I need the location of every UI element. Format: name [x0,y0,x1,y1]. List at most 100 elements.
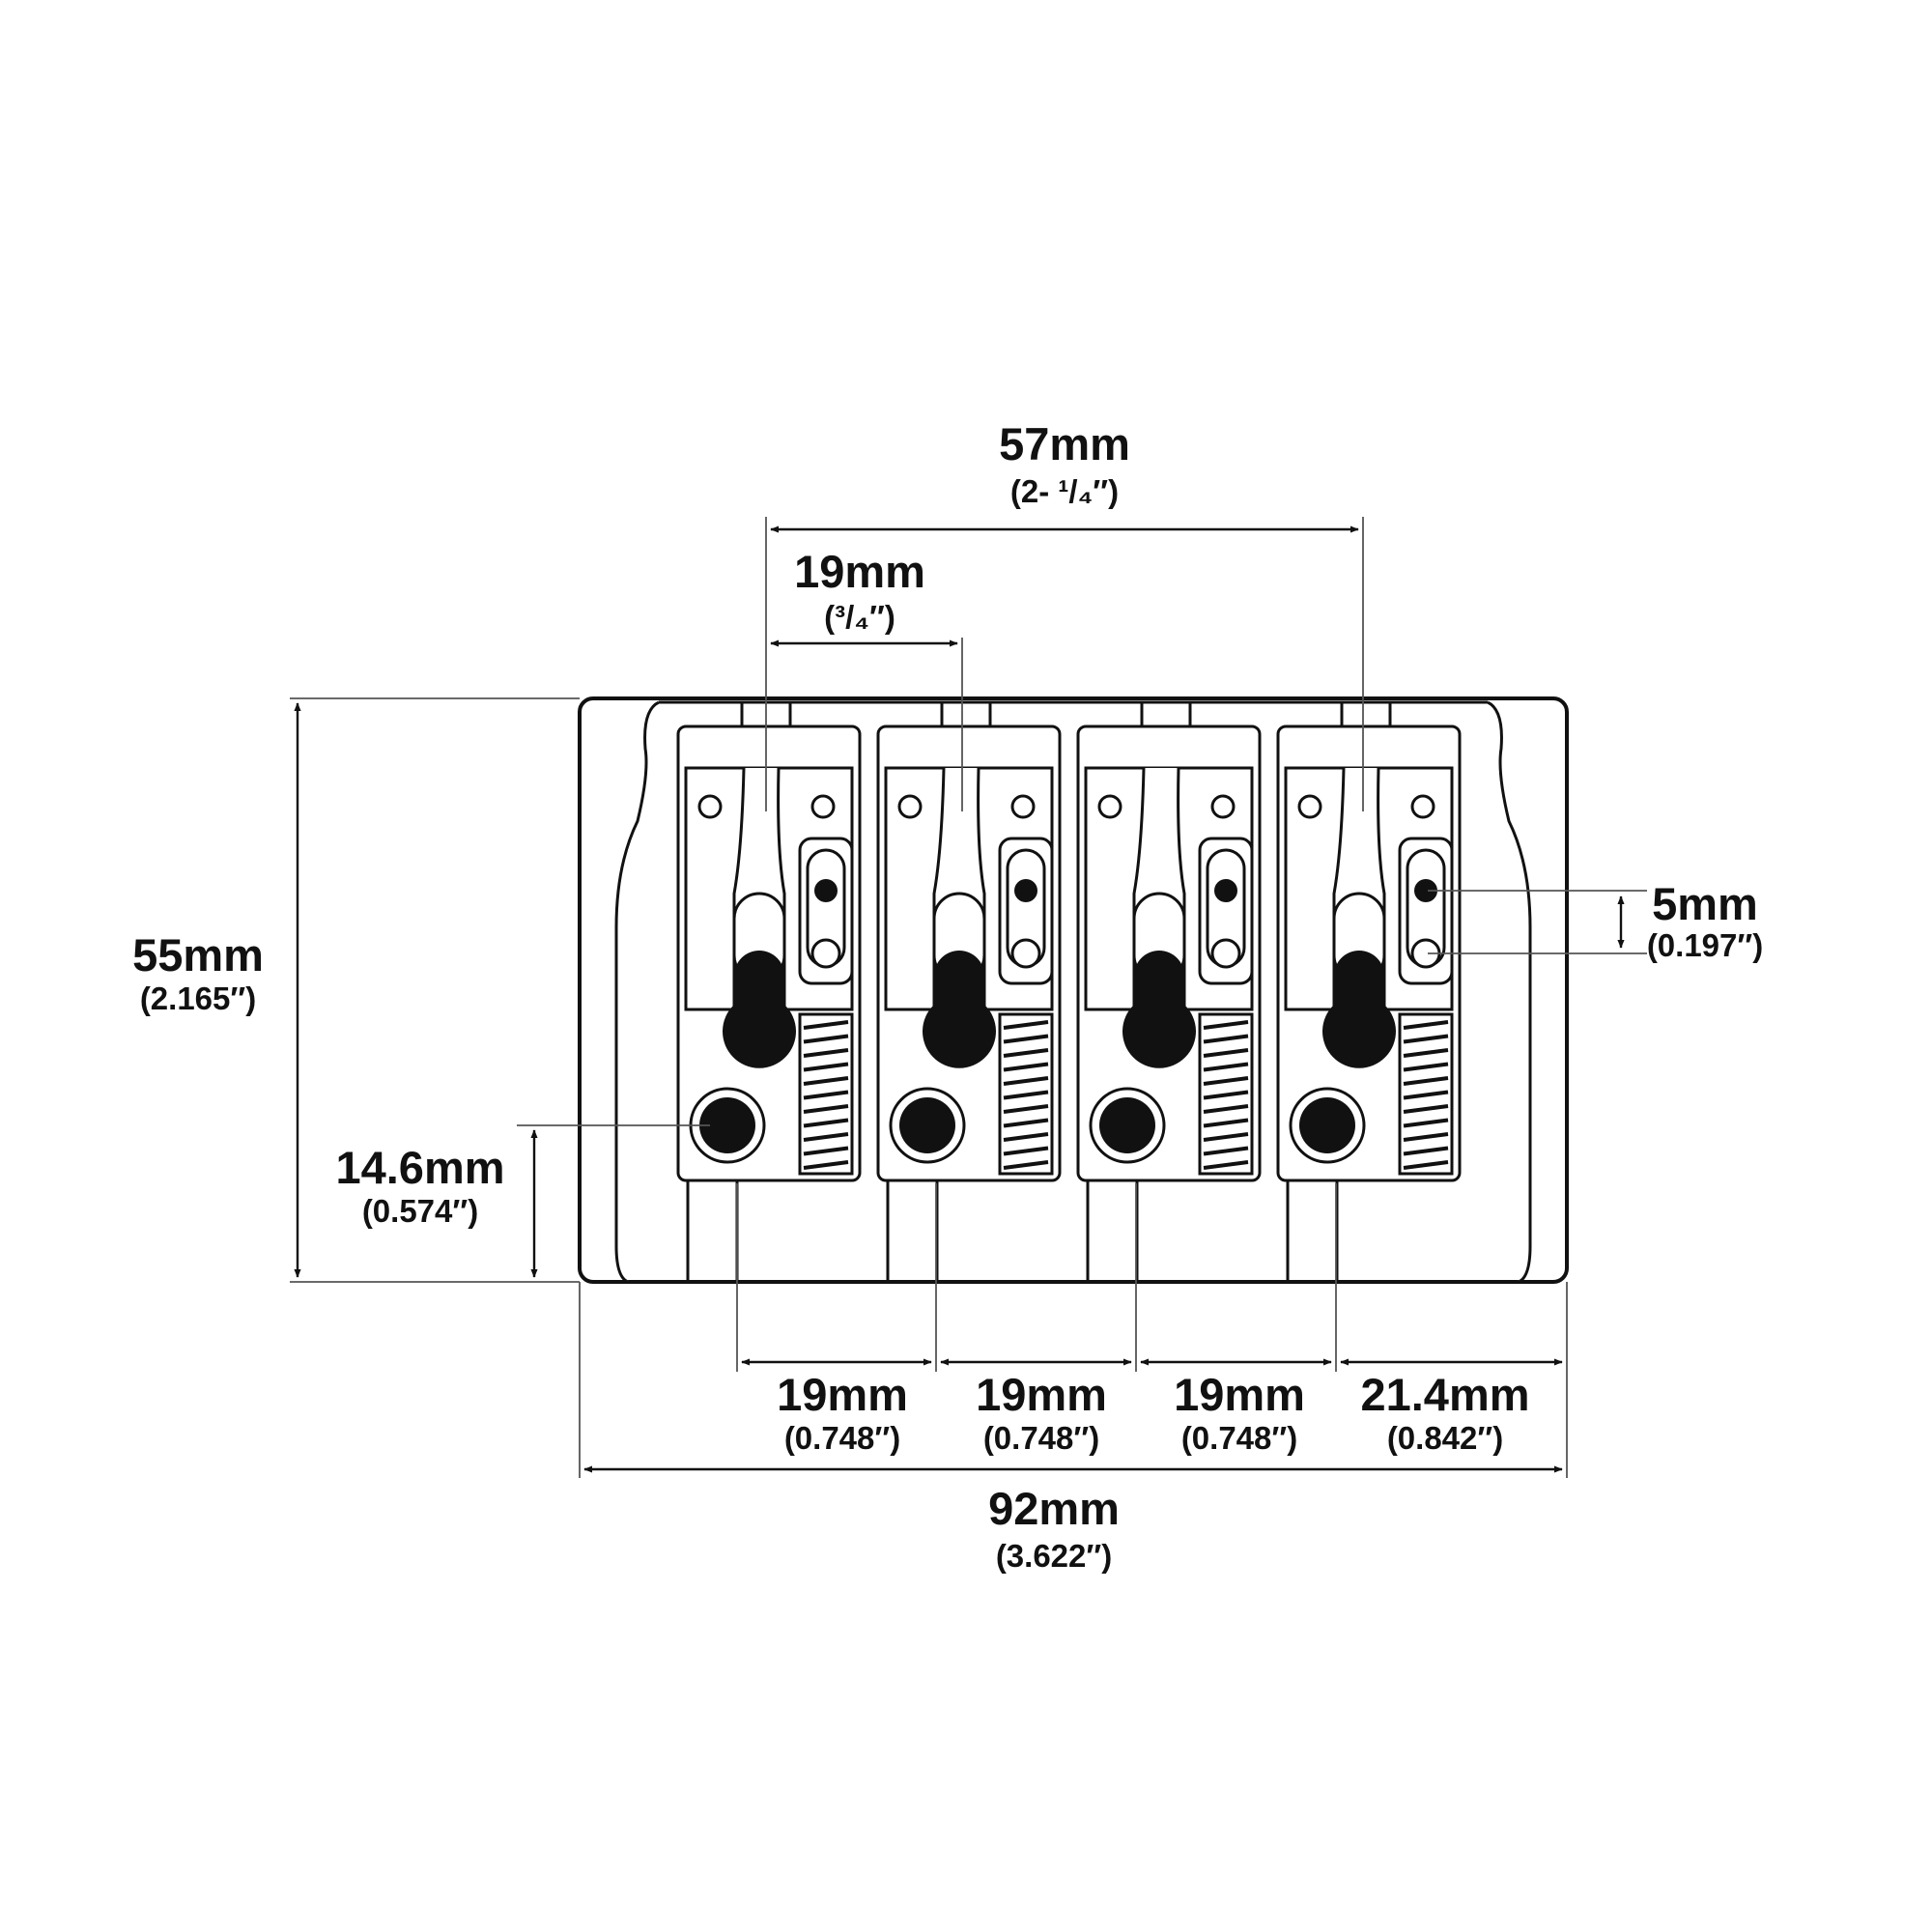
coil [803,1160,849,1170]
coil [1203,1146,1249,1156]
keyhole [923,951,996,1068]
screw-hole [897,794,923,819]
dim-label-92mm: 92mm (3.622″) [988,1483,1120,1574]
coil [1203,1104,1249,1114]
keyhole [1322,951,1396,1068]
coil [1003,1034,1049,1044]
svg-text:19mm: 19mm [976,1369,1107,1420]
screw-hole [1210,794,1236,819]
svg-text:57mm: 57mm [999,418,1130,469]
slot-hole [1010,938,1041,969]
coil [1203,1076,1249,1086]
svg-text:(0.197″): (0.197″) [1647,927,1763,963]
slot-screw [1414,879,1437,902]
spring-coils [1203,1020,1249,1170]
svg-text:(³/₄″): (³/₄″) [824,599,895,635]
coil [1203,1132,1249,1142]
coil [803,1104,849,1114]
coil [1003,1160,1049,1170]
screw-hole [1097,794,1122,819]
dim-label-bottom-2: 19mm (0.748″) [976,1369,1107,1456]
coil [1003,1132,1049,1142]
slot-screw [814,879,838,902]
coil [1003,1146,1049,1156]
coil [1003,1020,1049,1030]
mount-screw [899,1097,955,1153]
coil [1203,1090,1249,1100]
svg-text:(2.165″): (2.165″) [140,980,256,1016]
svg-text:55mm: 55mm [132,929,264,980]
coil [1003,1062,1049,1072]
saddle-1 [676,702,862,1282]
svg-text:14.6mm: 14.6mm [335,1142,504,1193]
mount-screw [1299,1097,1355,1153]
slot-screw [1214,879,1237,902]
svg-text:19mm: 19mm [777,1369,908,1420]
screw-hole [1010,794,1036,819]
dim-label-57mm: 57mm (2- ¹/₄″) [999,418,1130,509]
dim-label-bottom-4: 21.4mm (0.842″) [1360,1369,1529,1456]
dimension-lines [294,526,1625,1473]
dim-label-5mm: 5mm (0.197″) [1647,878,1763,963]
spring-coils [1003,1020,1049,1170]
coil [1203,1118,1249,1128]
coil [803,1048,849,1058]
coil [1003,1118,1049,1128]
keyhole [723,951,796,1068]
svg-text:92mm: 92mm [988,1483,1120,1534]
coil [1403,1048,1449,1058]
coil [1403,1076,1449,1086]
svg-text:(0.574″): (0.574″) [362,1193,478,1229]
screw-hole [1297,794,1322,819]
screw-hole [810,794,836,819]
extension-lines [290,517,1647,1478]
dim-label-bottom-3: 19mm (0.748″) [1174,1369,1305,1456]
coil [1003,1048,1049,1058]
coil [803,1062,849,1072]
saddle-4 [1276,702,1462,1282]
saddles [676,702,1462,1282]
coil [1403,1020,1449,1030]
spring-coils [1403,1020,1449,1170]
slot-screw [1014,879,1037,902]
coil [803,1034,849,1044]
svg-text:(0.748″): (0.748″) [784,1420,900,1456]
coil [1403,1104,1449,1114]
coil [1403,1160,1449,1170]
coil [1203,1034,1249,1044]
slot-hole [810,938,841,969]
screw-hole [1410,794,1435,819]
screw-hole [697,794,723,819]
coil [1403,1062,1449,1072]
coil [1003,1076,1049,1086]
svg-text:(0.748″): (0.748″) [1181,1420,1297,1456]
coil [1203,1160,1249,1170]
coil [1403,1090,1449,1100]
coil [1403,1034,1449,1044]
dim-label-19mm-top: 19mm (³/₄″) [794,546,925,635]
saddle-3 [1076,702,1262,1282]
coil [1003,1090,1049,1100]
dim-label-bottom-1: 19mm (0.748″) [777,1369,908,1456]
coil [803,1020,849,1030]
svg-text:19mm: 19mm [1174,1369,1305,1420]
coil [803,1132,849,1142]
coil [1403,1146,1449,1156]
svg-text:(0.748″): (0.748″) [983,1420,1099,1456]
svg-text:21.4mm: 21.4mm [1360,1369,1529,1420]
saddle-2 [876,702,1062,1282]
coil [1203,1062,1249,1072]
dim-label-55mm: 55mm (2.165″) [132,929,264,1016]
coil [803,1076,849,1086]
coil [1403,1118,1449,1128]
mount-screw [1099,1097,1155,1153]
coil [1203,1048,1249,1058]
keyhole [1122,951,1196,1068]
slot-hole [1210,938,1241,969]
coil [803,1090,849,1100]
coil [803,1146,849,1156]
svg-text:5mm: 5mm [1652,878,1758,929]
svg-text:(0.842″): (0.842″) [1387,1420,1503,1456]
coil [1003,1104,1049,1114]
